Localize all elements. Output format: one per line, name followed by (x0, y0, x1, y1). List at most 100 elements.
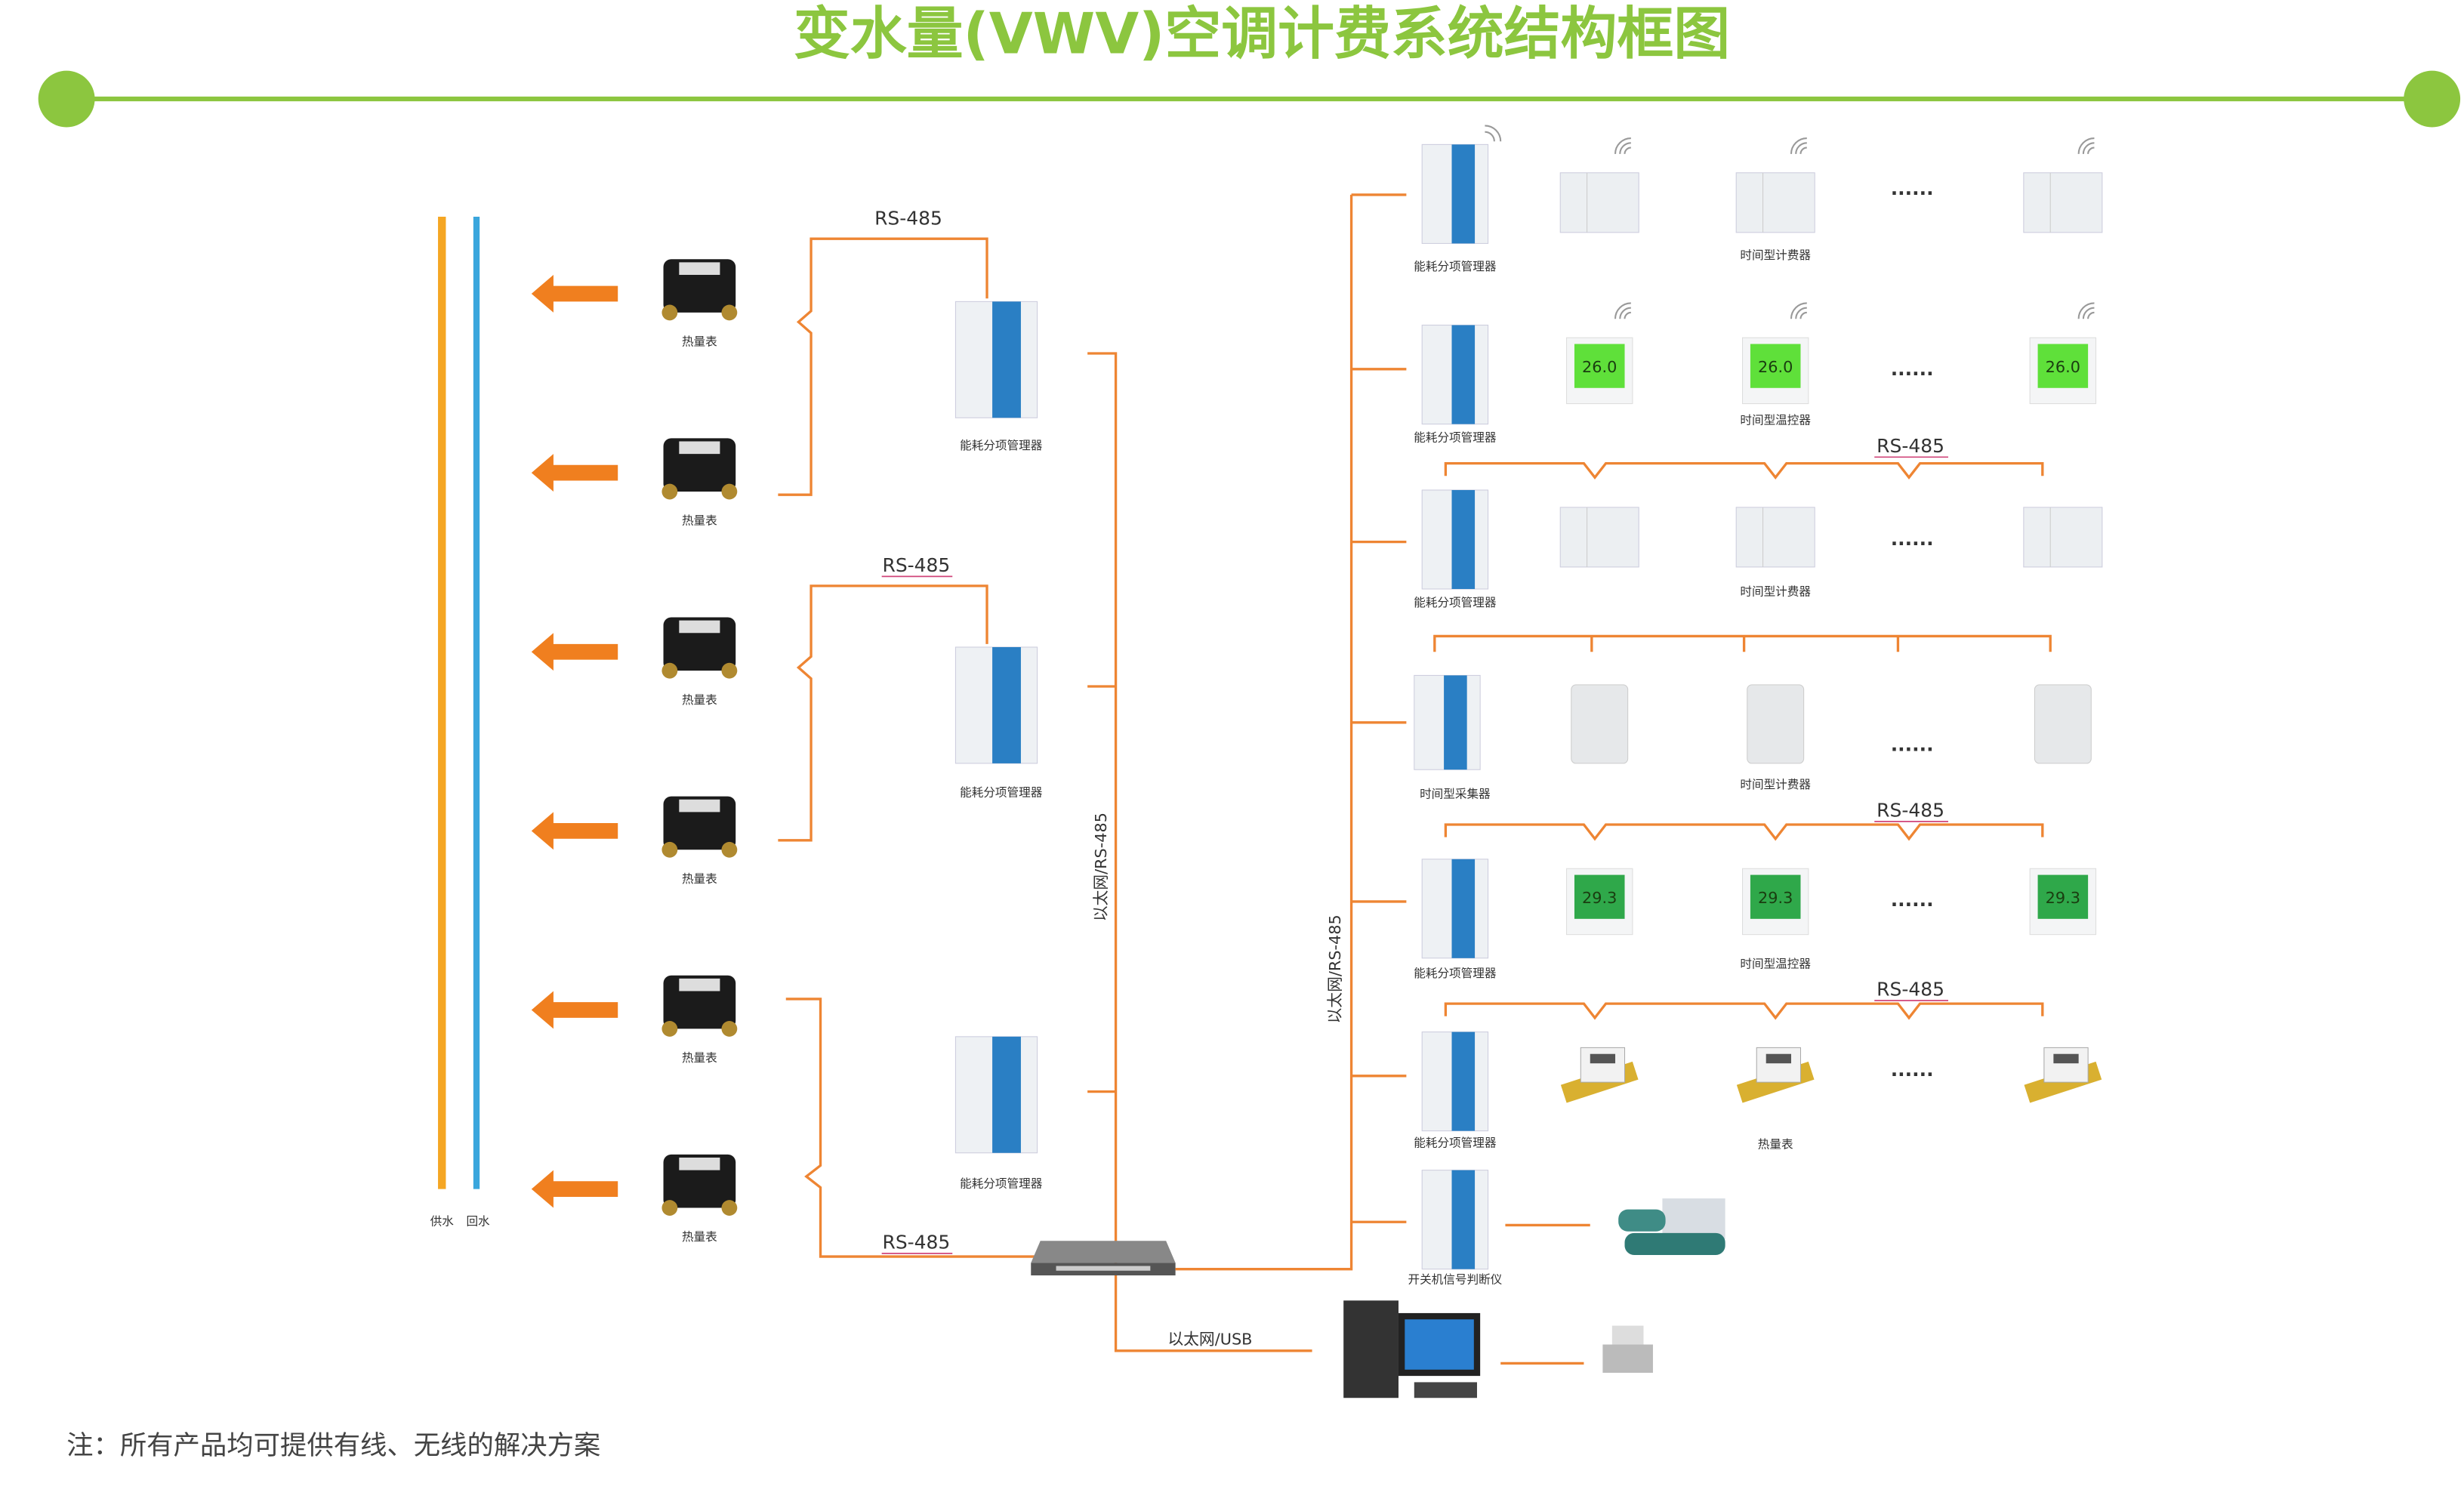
cabinet-stripe (1451, 144, 1476, 244)
bus-line-2 (778, 584, 988, 842)
left-trunk-label: 以太网/RS-485 (1092, 813, 1110, 921)
energy-manager-left (954, 646, 1038, 764)
meter-display (679, 262, 720, 276)
cabinet-stripe (1444, 675, 1467, 770)
usb-line (1114, 1275, 1312, 1352)
bus-line (1444, 1002, 2044, 1020)
field-device (1559, 507, 1639, 568)
thermostat-reading: 29.3 (1582, 889, 1617, 907)
wireless-icon (1485, 125, 1502, 142)
field-device (2023, 137, 2103, 233)
energy-manager-left (954, 1036, 1038, 1154)
heat-meter (661, 617, 738, 679)
flow-arrow (531, 633, 618, 671)
heat-meter-label: 热量表 (682, 872, 717, 886)
billing-unit-body (1571, 684, 1629, 764)
cabinet-stripe (1451, 325, 1476, 424)
heat-meter-label: 热量表 (682, 514, 717, 528)
heat-meter-label: 热量表 (682, 1051, 717, 1065)
computer (1343, 1300, 1481, 1398)
wireless-icon (1614, 137, 1631, 154)
meter-fitting (661, 304, 678, 321)
meter-body (2043, 1047, 2089, 1083)
page-title: 变水量(VWV)空调计费系统结构框图 (794, 1, 1730, 67)
thermostat-screen (2037, 874, 2089, 919)
ellipsis: ...... (1891, 358, 1934, 380)
energy-manager-right (1421, 489, 1489, 590)
field-device (2024, 1047, 2102, 1103)
field-device (1735, 137, 1815, 233)
thermostat-reading: 29.3 (2046, 889, 2080, 907)
wireless-icon (2077, 302, 2095, 319)
ellipsis: ...... (1891, 1059, 1934, 1081)
thermostat-screen (1574, 344, 1625, 388)
bus-line-1 (778, 237, 988, 496)
energy-manager-label: 能耗分项管理器 (960, 1177, 1043, 1191)
wireless-icon (2077, 137, 2095, 154)
cabinet-stripe (1451, 1031, 1476, 1131)
thermostat-reading: 26.0 (1582, 358, 1617, 376)
meter-display (679, 978, 720, 991)
usb-label: 以太网/USB (1167, 1331, 1252, 1349)
meter-display (679, 441, 720, 455)
return-label: 回水 (466, 1214, 490, 1228)
supply-label: 供水 (430, 1214, 455, 1228)
row-head-label: 能耗分项管理器 (1414, 260, 1497, 273)
billing-unit-body (1559, 172, 1639, 233)
cabinet-stripe (992, 646, 1021, 763)
heat-meter (661, 1154, 738, 1216)
field-device (2023, 507, 2103, 568)
meter-display (1766, 1053, 1791, 1064)
heat-meter (661, 438, 738, 500)
thermostat-screen (2037, 344, 2089, 388)
heat-meter-label: 热量表 (682, 335, 717, 349)
energy-manager-left (954, 301, 1038, 418)
thermostat-reading: 26.0 (2046, 358, 2080, 376)
left-trunk (1087, 352, 1118, 1269)
bus-label: RS-485 (1877, 979, 1944, 1001)
row-head-label: 能耗分项管理器 (1414, 430, 1497, 444)
billing-unit-body (1747, 684, 1805, 764)
bus-line (1433, 634, 2052, 652)
meter-fitting (721, 841, 738, 858)
billing-unit-body (2023, 172, 2103, 233)
heat-meter (661, 259, 738, 321)
ellipsis: ...... (1891, 889, 1934, 911)
wireless-icon (1790, 137, 1807, 154)
field-device (1560, 1047, 1639, 1103)
flow-arrow (531, 812, 618, 850)
heat-meter-label: 热量表 (682, 693, 717, 707)
on-off-detector (1421, 1170, 1489, 1270)
energy-manager-label: 能耗分项管理器 (960, 439, 1043, 452)
wireless-icon (1614, 302, 1631, 319)
bus-label-1: RS-485 (874, 207, 942, 229)
field-device (1559, 137, 1639, 233)
rule-dot-right (2404, 70, 2461, 128)
thermostat-reading: 26.0 (1758, 358, 1793, 376)
billing-unit-body (1559, 507, 1639, 568)
network-switch (1031, 1241, 1176, 1275)
printer (1602, 1325, 1653, 1373)
thermostat-screen (1750, 344, 1801, 388)
cabinet-stripe (1451, 489, 1476, 590)
billing-unit-body (2034, 684, 2092, 764)
row-head-label: 开关机信号判断仪 (1408, 1272, 1502, 1286)
meter-fitting (721, 304, 738, 321)
device-label: 时间型温控器 (1740, 957, 1811, 970)
cabinet-stripe (1451, 859, 1476, 958)
billing-unit-body (1735, 507, 1815, 568)
device-label: 热量表 (1758, 1138, 1793, 1152)
meter-fitting (721, 483, 738, 500)
meter-fitting (661, 1021, 678, 1037)
right-trunk (1175, 194, 1353, 1271)
bus-label: RS-485 (1877, 435, 1944, 457)
field-device: 29.3 (1741, 868, 1809, 936)
wireless-icon (1790, 302, 1807, 319)
row-head-label: 能耗分项管理器 (1414, 967, 1497, 980)
meter-fitting (721, 1021, 738, 1037)
rule-dot-left (38, 70, 95, 128)
meter-display (679, 620, 720, 634)
meter-display (2053, 1053, 2079, 1064)
